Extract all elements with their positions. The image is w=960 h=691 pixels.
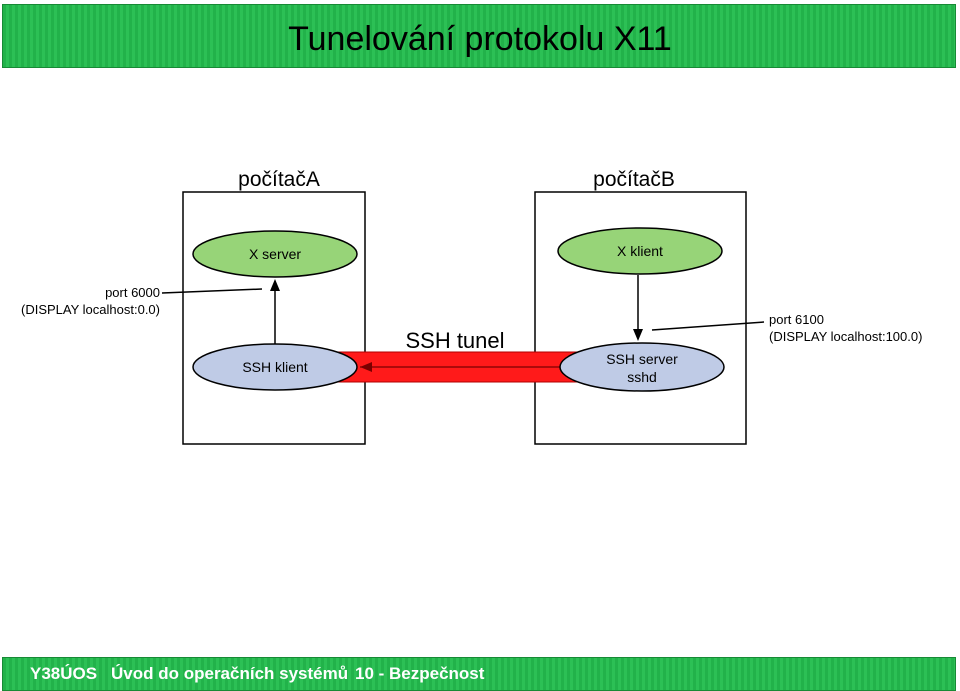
port-b-callout-line xyxy=(651,321,765,331)
computer-b-label: počítačB xyxy=(593,168,675,191)
xclient-to-sshserver-arrowhead xyxy=(633,329,643,341)
port-a-callout-line xyxy=(161,288,263,294)
ssh-client-label: SSH klient xyxy=(242,359,307,375)
x-server-label: X server xyxy=(249,246,301,262)
port-b-line2: (DISPLAY localhost:100.0) xyxy=(769,329,922,344)
ssh-server-label-line1: SSH server xyxy=(606,351,678,367)
title-bar: Tunelování protokolu X11 xyxy=(2,4,956,68)
footer-course-code: Y38ÚOS xyxy=(30,664,98,683)
x-client-label: X klient xyxy=(617,243,663,259)
port-b-line1: port 6100 xyxy=(769,312,824,327)
port-a-line1: port 6000 xyxy=(105,285,160,300)
footer-bar: Y38ÚOS Úvod do operačních systémů 10 - B… xyxy=(2,657,956,691)
client-to-server-arrowhead xyxy=(270,279,280,291)
ssh-server-node xyxy=(559,342,725,392)
footer-lecture: 10 - Bezpečnost xyxy=(355,664,485,683)
slide-title: Tunelování protokolu X11 xyxy=(288,20,672,58)
footer-course-name: Úvod do operačních systémů xyxy=(111,664,349,683)
tunnel-arrowhead xyxy=(360,362,372,372)
ssh-server-label-line2: sshd xyxy=(627,369,657,385)
tunnel-label: SSH tunel xyxy=(405,328,504,353)
port-a-line2: (DISPLAY localhost:0.0) xyxy=(21,302,160,317)
computer-a-label: počítačA xyxy=(238,168,320,191)
computer-a-box xyxy=(182,191,366,445)
x-client-node xyxy=(557,227,723,275)
x-server-node xyxy=(192,230,358,278)
